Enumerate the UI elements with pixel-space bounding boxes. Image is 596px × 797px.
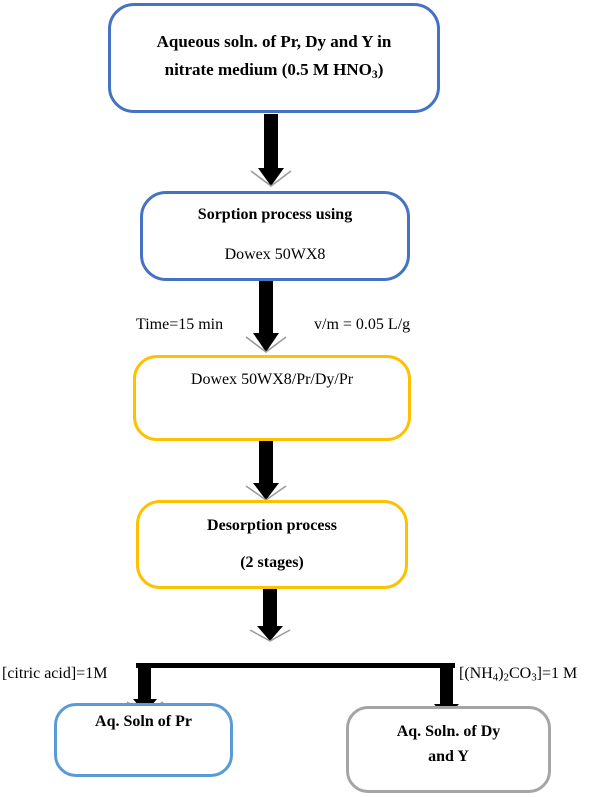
citric-acid-label: [citric acid]=1M (2, 665, 108, 682)
box-loaded-resin: Dowex 50WX8/Pr/Dy/Pr (133, 355, 411, 441)
volume-mass-label: v/m = 0.05 L/g (314, 316, 411, 333)
box-dy-y-solution: Aq. Soln. of Dy and Y (346, 706, 551, 793)
ammonium-carbonate-label: [(NH4)2CO3]=1 M (459, 665, 578, 684)
box-desorption-process-line1: Desorption process (207, 517, 337, 534)
arrow-2 (245, 280, 287, 353)
box-desorption-process: Desorption process (2 stages) (136, 500, 408, 589)
box-loaded-resin-line1: Dowex 50WX8/Pr/Dy/Pr (190, 371, 354, 388)
time-label: Time=15 min (136, 316, 224, 333)
box-pr-solution: Aq. Soln of Pr (54, 703, 233, 777)
box-sorption-process: Sorption process using Dowex 50WX8 (140, 191, 410, 281)
box-aqueous-solution-line2: nitrate medium (0.5 M HNO3) (164, 60, 384, 81)
box-dy-y-solution-line2: and Y (428, 748, 469, 765)
box-sorption-process-line1: Sorption process using (197, 206, 353, 223)
box-aqueous-solution-line1: Aqueous soln. of Pr, Dy and Y in (156, 32, 392, 51)
arrow-4 (249, 588, 291, 642)
box-dy-y-solution-line1: Aq. Soln. of Dy (396, 723, 501, 740)
box-sorption-process-line2: Dowex 50WX8 (224, 246, 326, 263)
box-desorption-process-line2: (2 stages) (240, 554, 304, 571)
arrow-1 (250, 114, 292, 187)
branch-bar (136, 663, 455, 668)
box-aqueous-solution: Aqueous soln. of Pr, Dy and Y in nitrate… (108, 3, 440, 113)
box-pr-solution-line1: Aq. Soln of Pr (95, 713, 192, 730)
arrow-3 (245, 440, 287, 501)
